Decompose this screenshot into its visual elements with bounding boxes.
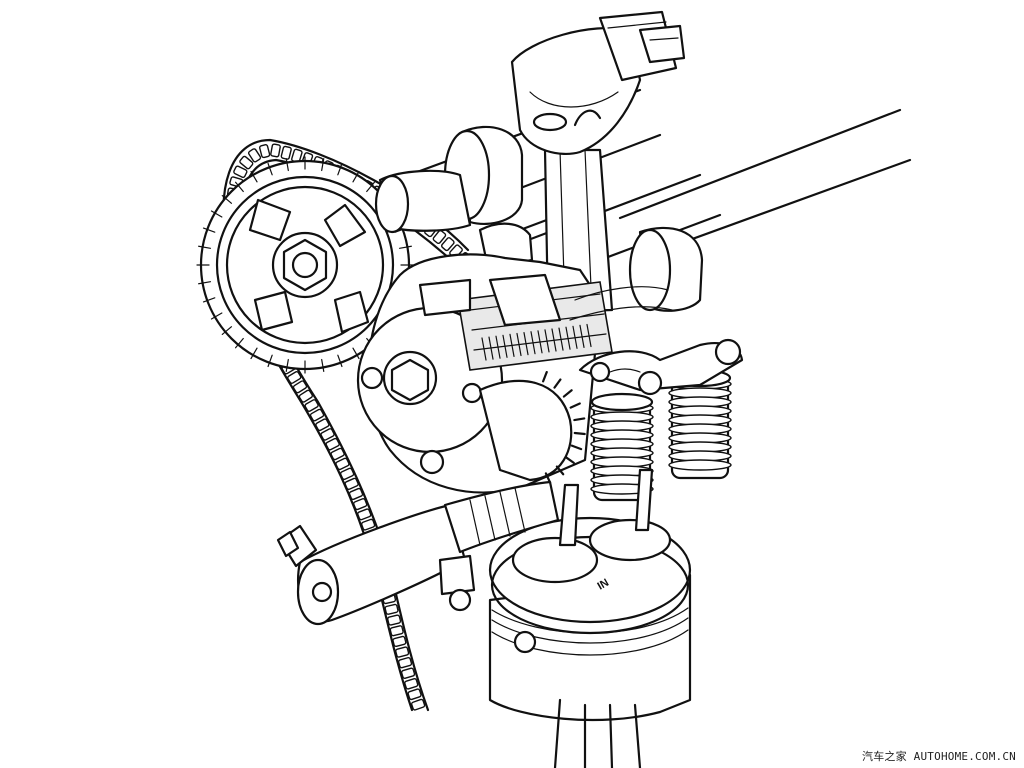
valve-spring-left — [591, 394, 653, 500]
phaser-gear-teeth — [543, 372, 585, 482]
cam-phaser — [358, 254, 672, 492]
oil-control-valve — [278, 482, 558, 624]
piston-marking: IN — [596, 577, 612, 593]
watermark-text: 汽车之家 AUTOHOME.COM.CN — [862, 750, 1016, 763]
valve-springs — [580, 340, 742, 500]
phaser-spring — [482, 325, 591, 361]
piston-assembly: IN — [490, 470, 690, 768]
